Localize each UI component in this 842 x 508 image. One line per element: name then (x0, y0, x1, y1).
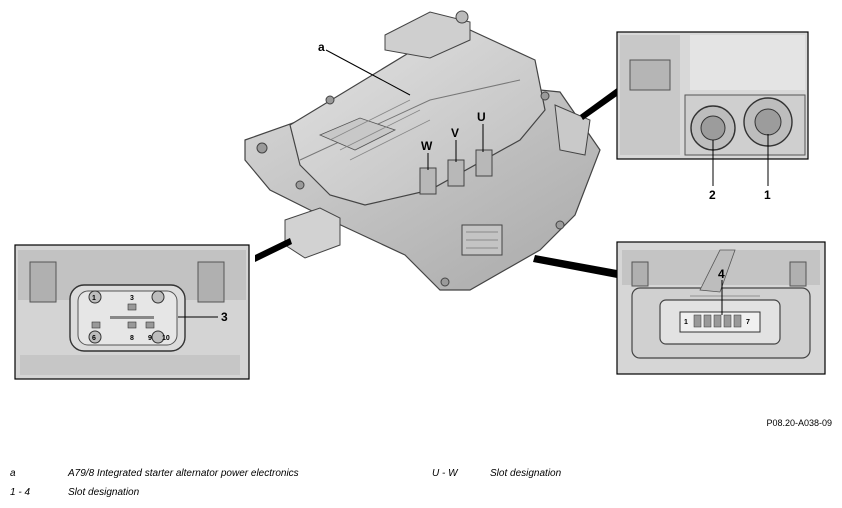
leader-a (325, 49, 411, 96)
pin-label-4-1: 1 (684, 319, 688, 326)
legend-text-a: A79/8 Integrated starter alternator powe… (68, 468, 299, 479)
callout-w: W (421, 139, 433, 153)
callout-slot-3: 3 (221, 310, 228, 324)
inset-link-left (255, 238, 292, 262)
component-diagram: a W V U 2 1 (14, 10, 826, 380)
callout-a: a (318, 40, 325, 54)
legend-text-1-4: Slot designation (68, 487, 140, 498)
legend-key-a: a (10, 468, 16, 479)
callout-u: U (477, 110, 486, 124)
callout-v: V (451, 126, 459, 140)
inset-slots-1-2 (616, 31, 809, 160)
inset-slot-4 (616, 241, 826, 375)
reference-code: P08.20-A038-09 (766, 418, 832, 428)
inset-slot-3 (14, 244, 250, 380)
pin-label-6: 6 (92, 335, 96, 342)
legend-text-uw: Slot designation (490, 468, 562, 479)
legend-key-1-4: 1 - 4 (10, 487, 31, 498)
pin-label-10: 10 (162, 335, 170, 342)
inset-link-bottom-right (533, 255, 617, 278)
callout-slot-4: 4 (718, 267, 725, 281)
pin-label-3: 3 (130, 295, 134, 302)
legend-key-uw: U - W (432, 468, 458, 479)
callout-slot-1: 1 (764, 188, 771, 202)
inset-link-top-right (580, 88, 617, 120)
power-electronics-housing (244, 10, 601, 291)
pin-label-4-7: 7 (746, 319, 750, 326)
pin-label-1: 1 (92, 295, 96, 302)
pin-label-9: 9 (148, 335, 152, 342)
pin-label-8: 8 (130, 335, 134, 342)
callout-slot-2: 2 (709, 188, 716, 202)
